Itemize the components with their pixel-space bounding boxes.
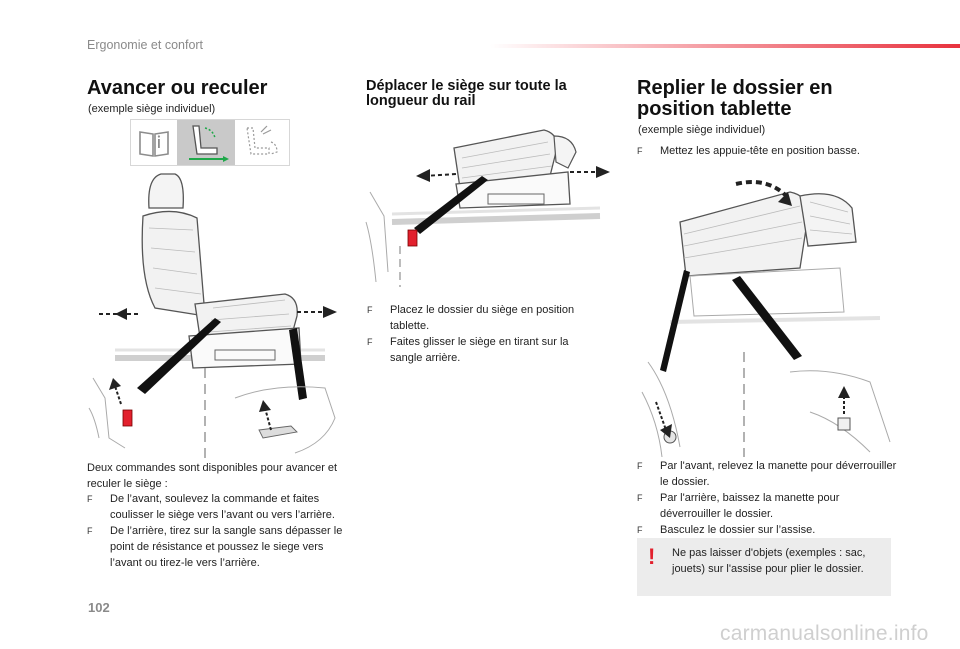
warning-text: Ne pas laisser d'objets (exemples : sac,… — [672, 547, 866, 575]
caption-left: (exemple siège individuel) — [88, 103, 216, 115]
seat-slide-icon — [177, 120, 235, 165]
warning-icon: ! — [648, 544, 656, 569]
page-number: 102 — [88, 600, 110, 615]
seat-rail-illustration — [362, 122, 612, 287]
section-title-deplacer: Déplacer le siège sur toute la longueur … — [366, 78, 567, 110]
bullet-icon: F — [87, 526, 93, 536]
bullet-icon: F — [637, 461, 643, 471]
book-icon — [131, 120, 177, 165]
bullet-icon: F — [637, 146, 643, 156]
caption-right: (exemple siège individuel) — [638, 124, 766, 136]
watermark: carmanualsonline.info — [720, 622, 929, 645]
seat-slide-illustration — [85, 168, 347, 458]
bullet-icon: F — [367, 337, 373, 347]
bullet-icon: F — [87, 494, 93, 504]
bullet-icon: F — [367, 305, 373, 315]
bullet-icon: F — [637, 493, 643, 503]
bullet-icon: F — [637, 525, 643, 535]
left-intro-text: Deux commandes sont disponibles pour ava… — [87, 462, 338, 490]
section-title-avancer: Avancer ou reculer — [87, 77, 268, 99]
header-accent-bar — [490, 44, 960, 48]
seat-adjust-icon — [235, 120, 290, 165]
warning-box: ! Ne pas laisser d'objets (exemples : sa… — [637, 538, 891, 596]
seat-fold-illustration — [640, 172, 895, 458]
section-title-replier: Replier le dossier en position tablette — [637, 77, 833, 120]
header-title: Ergonomie et confort — [87, 38, 204, 52]
icon-strip — [130, 119, 290, 166]
